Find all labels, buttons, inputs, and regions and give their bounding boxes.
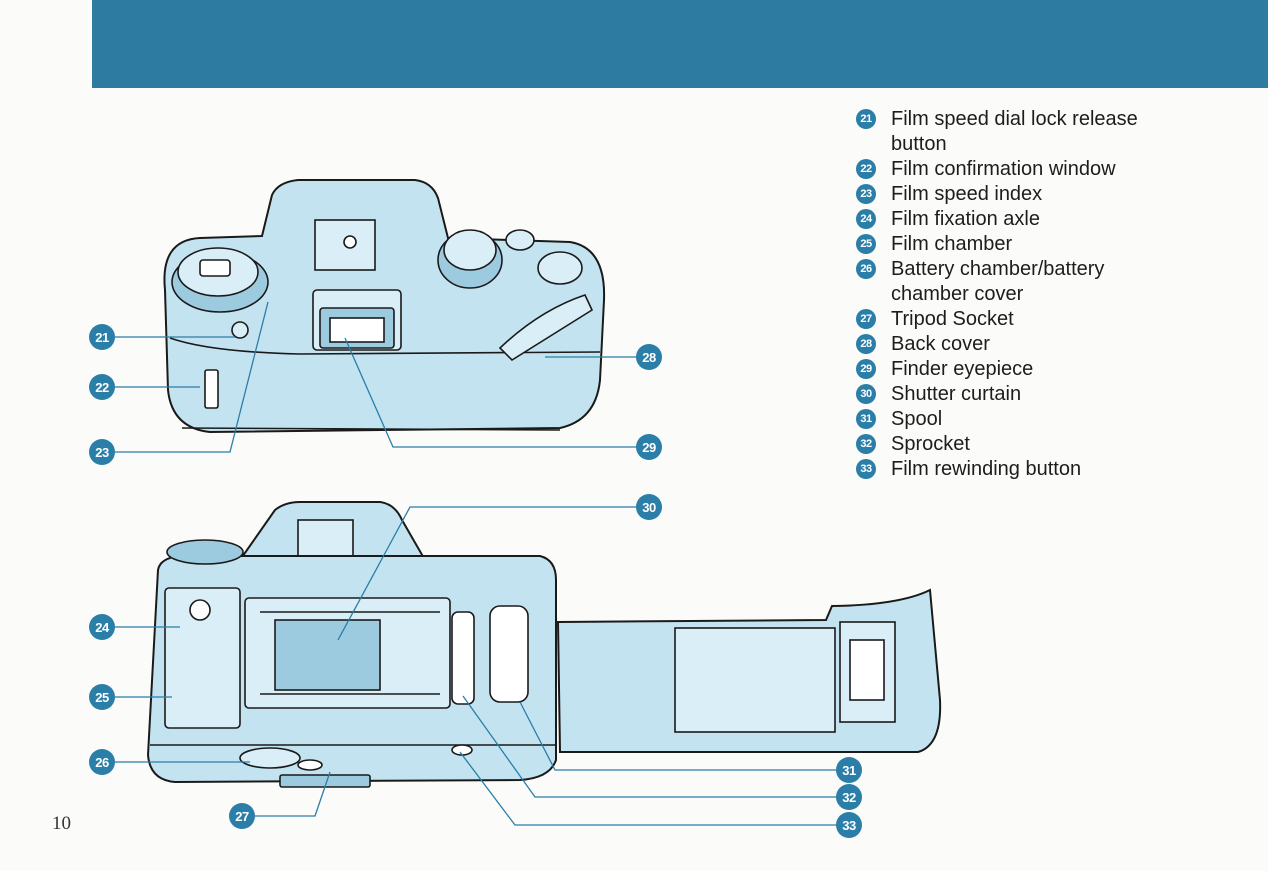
- legend-number: 24: [856, 209, 876, 229]
- legend-label: Spool: [891, 408, 943, 430]
- svg-text:30: 30: [642, 500, 656, 515]
- legend-number: 33: [856, 459, 876, 479]
- callout-32: 32: [836, 784, 862, 810]
- legend-number: 25: [856, 234, 876, 254]
- svg-text:22: 22: [95, 380, 109, 395]
- legend-label: Battery chamber/battery chamber cover: [891, 258, 1105, 305]
- callout-25: 25: [89, 684, 115, 710]
- legend-number: 22: [856, 159, 876, 179]
- callout-30: 30: [636, 494, 662, 520]
- legend-label: Film speed dial lock release button: [891, 108, 1138, 155]
- callout-26: 26: [89, 749, 115, 775]
- legend-label: Sprocket: [891, 433, 970, 455]
- legend-item: 30 Shutter curtain: [856, 382, 1176, 407]
- legend-item: 21 Film speed dial lock release button: [856, 107, 1176, 157]
- legend-label: Film confirmation window: [891, 158, 1116, 180]
- legend-number: 26: [856, 259, 876, 279]
- legend-item: 22 Film confirmation window: [856, 157, 1176, 182]
- camera-open-back-view: [146, 501, 942, 788]
- legend-label: Film rewinding button: [891, 458, 1082, 480]
- legend-item: 29 Finder eyepiece: [856, 357, 1176, 382]
- svg-text:27: 27: [235, 809, 249, 824]
- callout-21: 21: [89, 324, 115, 350]
- legend-label: Film fixation axle: [891, 208, 1040, 230]
- legend-item: 23 Film speed index: [856, 182, 1176, 207]
- legend-label: Film chamber: [891, 233, 1013, 255]
- parts-legend: 21 Film speed dial lock release button 22…: [856, 107, 1176, 482]
- callout-31: 31: [836, 757, 862, 783]
- leader-lines: [115, 301, 837, 826]
- svg-text:25: 25: [95, 690, 109, 705]
- legend-label: Shutter curtain: [891, 383, 1022, 405]
- legend-item: 32 Sprocket: [856, 432, 1176, 457]
- legend-number: 31: [856, 409, 876, 429]
- camera-rear-view: [163, 179, 606, 434]
- legend-number: 30: [856, 384, 876, 404]
- legend-item: 28 Back cover: [856, 332, 1176, 357]
- legend-number: 27: [856, 309, 876, 329]
- svg-text:28: 28: [642, 350, 656, 365]
- legend-item: 27 Tripod Socket: [856, 307, 1176, 332]
- svg-text:24: 24: [95, 620, 110, 635]
- svg-text:32: 32: [842, 790, 856, 805]
- svg-text:29: 29: [642, 440, 656, 455]
- header-bar: [92, 0, 1268, 88]
- legend-label: Tripod Socket: [891, 308, 1014, 330]
- callout-33: 33: [836, 812, 862, 838]
- legend-item: 24 Film fixation axle: [856, 207, 1176, 232]
- svg-text:26: 26: [95, 755, 109, 770]
- legend-item: 33 Film rewinding button: [856, 457, 1176, 482]
- svg-text:33: 33: [842, 818, 856, 833]
- callout-28: 28: [636, 344, 662, 370]
- legend-number: 32: [856, 434, 876, 454]
- page-number: 10: [52, 813, 71, 834]
- callout-29: 29: [636, 434, 662, 460]
- legend-number: 28: [856, 334, 876, 354]
- legend-number: 29: [856, 359, 876, 379]
- svg-text:31: 31: [842, 763, 856, 778]
- callout-23: 23: [89, 439, 115, 465]
- legend-label: Finder eyepiece: [891, 358, 1034, 380]
- callout-27: 27: [229, 803, 255, 829]
- legend-item: 25 Film chamber: [856, 232, 1176, 257]
- svg-text:21: 21: [95, 330, 109, 345]
- callout-22: 22: [89, 374, 115, 400]
- legend-item: 31 Spool: [856, 407, 1176, 432]
- legend-label: Back cover: [891, 333, 990, 355]
- svg-text:23: 23: [95, 445, 109, 460]
- legend-number: 21: [856, 109, 876, 129]
- legend-label: Film speed index: [891, 183, 1043, 205]
- legend-item: 26 Battery chamber/battery chamber cover: [856, 257, 1176, 307]
- legend-number: 23: [856, 184, 876, 204]
- callout-24: 24: [89, 614, 115, 640]
